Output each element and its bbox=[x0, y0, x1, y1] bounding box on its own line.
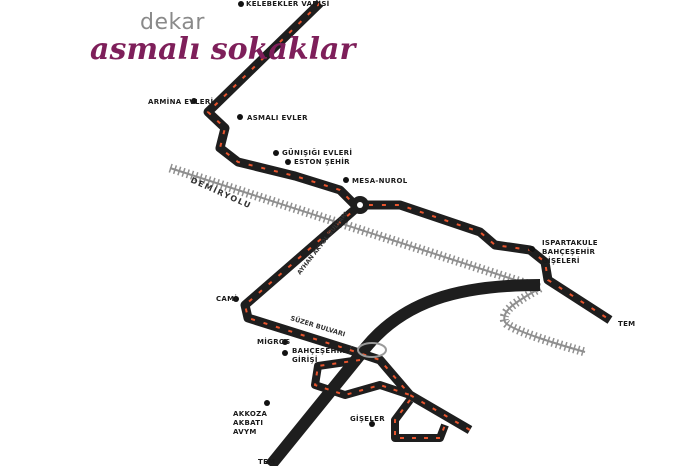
landmark-dot bbox=[233, 296, 239, 302]
tem-highway bbox=[265, 279, 541, 466]
landmark-dot bbox=[237, 114, 243, 120]
landmark-akkoza: AKBATI bbox=[233, 419, 264, 427]
landmark-dot bbox=[529, 246, 535, 252]
landmark-dot bbox=[282, 339, 288, 345]
brand-company: dekar bbox=[140, 10, 205, 35]
landmark-ispartakule: BAHÇEŞEHİR bbox=[542, 248, 596, 256]
landmark-dot bbox=[264, 400, 270, 406]
brand-project: asmalı sokaklar bbox=[90, 32, 356, 67]
landmark-dot bbox=[343, 177, 349, 183]
landmark-dot bbox=[369, 421, 375, 427]
landmark-dot bbox=[282, 350, 288, 356]
akyol-road bbox=[240, 201, 363, 355]
tem-label-bottom: TEM bbox=[258, 458, 276, 466]
landmark-gunisigi: GÜNIŞIĞI EVLERİ bbox=[282, 149, 353, 157]
landmark-eston: ESTON ŞEHİR bbox=[294, 158, 350, 166]
suzer-road bbox=[348, 345, 473, 434]
landmark-cami: CAMİ bbox=[216, 295, 238, 303]
landmark-kelebekler: KELEBEKLER VADİSİ bbox=[246, 0, 330, 8]
landmark-dot bbox=[273, 150, 279, 156]
landmark-migros: MİGROS bbox=[257, 338, 291, 346]
landmark-akkoza: AKKOZA bbox=[233, 410, 268, 418]
landmark-dot bbox=[285, 159, 291, 165]
landmark-asmali: ASMALI EVLER bbox=[247, 114, 308, 122]
landmark-bahcesehir: GİRİŞİ bbox=[292, 356, 318, 364]
bridge bbox=[357, 342, 387, 358]
landmark-ispartakule: ISPARTAKULE bbox=[542, 239, 598, 247]
akyol-road-label: AYHAN AKYOL BULVARI bbox=[296, 211, 349, 277]
landmark-dot bbox=[238, 1, 244, 7]
landmark-bahcesehir: BAHÇEŞEHİR bbox=[292, 347, 346, 355]
tem-label-right: TEM bbox=[618, 320, 636, 328]
interchange-loops bbox=[311, 356, 449, 442]
landmark-armina: ARMİNA EVLERİ bbox=[148, 98, 214, 106]
landmark-dot bbox=[191, 98, 197, 104]
railway bbox=[168, 163, 587, 357]
landmark-akkoza: AVYM bbox=[233, 428, 257, 436]
landmark-giseler: GİŞELER bbox=[350, 415, 385, 423]
landmark-ispartakule: GİŞELERİ bbox=[542, 257, 580, 265]
landmark-mesa: MESA-NUROL bbox=[352, 177, 408, 185]
